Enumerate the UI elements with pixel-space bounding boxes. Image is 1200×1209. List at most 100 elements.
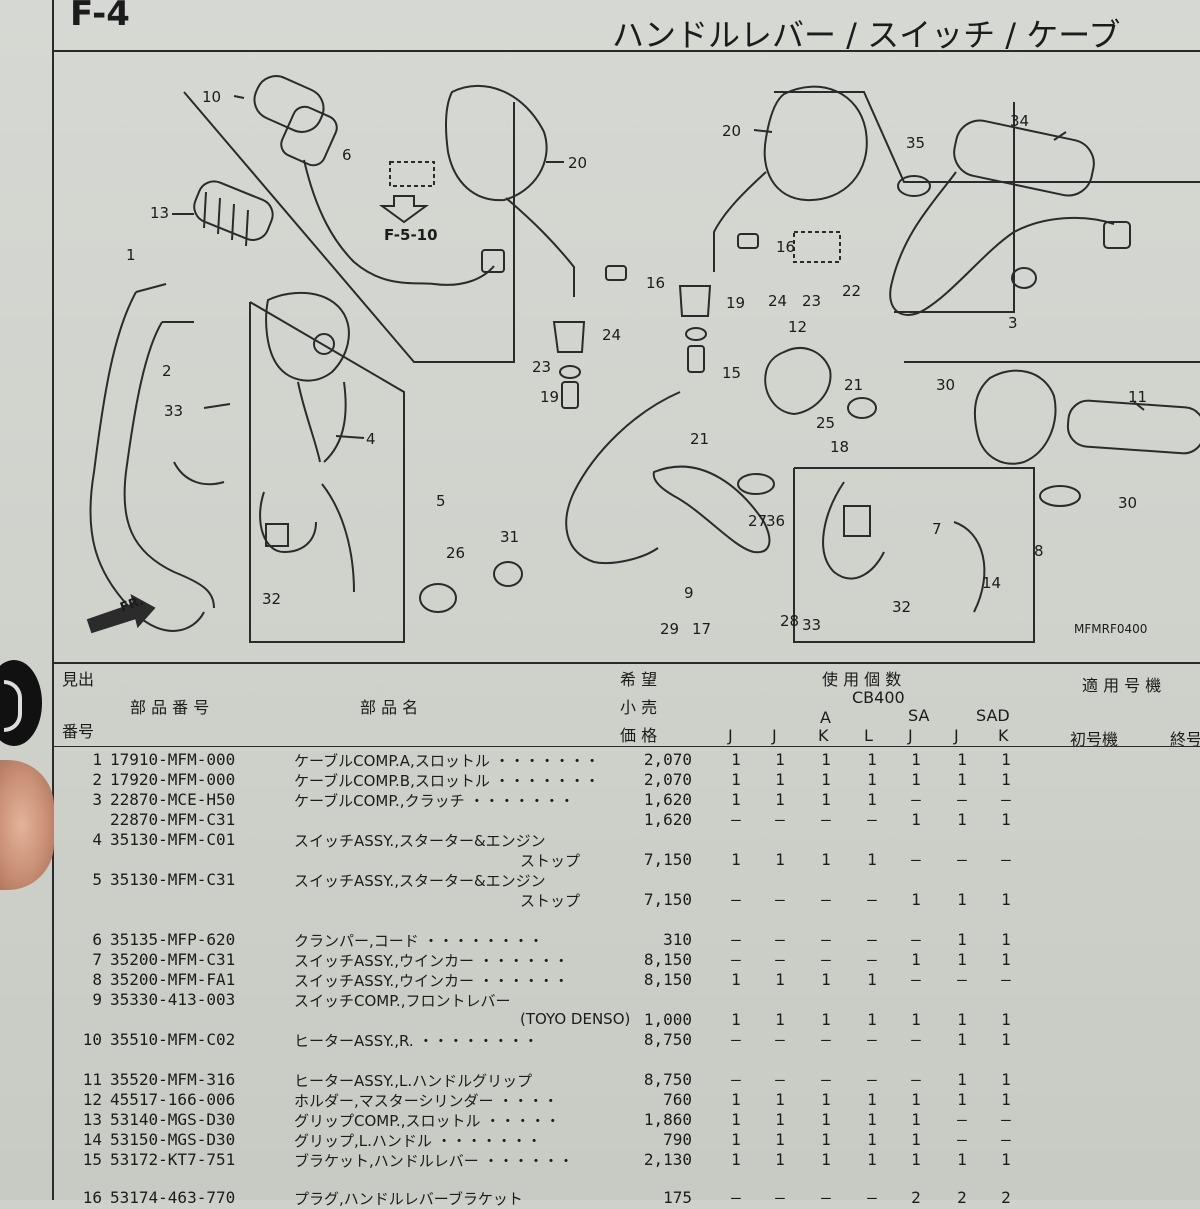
callout-number: 15 xyxy=(722,364,741,382)
quantity-cell: 1 xyxy=(821,970,831,989)
quantity-cell: 1 xyxy=(731,850,741,869)
part-name: ホルダー,マスターシリンダー ・・・・ xyxy=(294,1092,559,1110)
quantity-cell: 1 xyxy=(867,770,877,789)
callout-number: 13 xyxy=(150,204,169,222)
quantity-cell: – xyxy=(867,1188,877,1207)
ref-number: 2 xyxy=(92,770,102,789)
quantity-cell: 1 xyxy=(1001,750,1011,769)
header-sa: SA xyxy=(908,706,930,725)
quantity-cell: 1 xyxy=(821,1090,831,1109)
quantity-cell: 1 xyxy=(775,1130,785,1149)
ref-number: 1 xyxy=(92,750,102,769)
quantity-cell: 1 xyxy=(957,1150,967,1169)
quantity-cell: 1 xyxy=(731,1090,741,1109)
quantity-cell: 1 xyxy=(775,770,785,789)
part-name: ケーブルCOMP.A,スロットル ・・・・・・・ xyxy=(294,752,600,770)
quantity-cell: 1 xyxy=(775,1090,785,1109)
part-number: 35200-MFM-C31 xyxy=(110,950,236,969)
ref-number: 5 xyxy=(92,870,102,889)
part-number: 53172-KT7-751 xyxy=(110,1150,236,1169)
part-name-continued: ストップ xyxy=(520,892,581,910)
quantity-cell: 1 xyxy=(957,1090,967,1109)
callout-number: 18 xyxy=(830,438,849,456)
callout-number: 24 xyxy=(768,292,787,310)
quantity-cell: – xyxy=(911,970,921,989)
quantity-cell: 1 xyxy=(911,1010,921,1029)
quantity-cell: 1 xyxy=(821,770,831,789)
part-number: 35330-413-003 xyxy=(110,990,236,1009)
part-name-continued: ストップ xyxy=(520,852,581,870)
quantity-cell: 1 xyxy=(957,810,967,829)
part-name: プラグ,ハンドルレバーブラケット xyxy=(294,1190,523,1208)
quantity-cell: – xyxy=(775,1188,785,1207)
quantity-cell: 2 xyxy=(911,1188,921,1207)
header-variant: J xyxy=(954,726,959,745)
part-name: クランパー,コード ・・・・・・・・ xyxy=(294,932,544,950)
quantity-cell: 1 xyxy=(775,750,785,769)
quantity-cell: – xyxy=(911,1030,921,1049)
part-number: 22870-MCE-H50 xyxy=(110,790,236,809)
callout-number: 32 xyxy=(262,590,281,608)
part-name: スイッチASSY.,スターター&エンジン xyxy=(294,872,546,890)
quantity-cell: 1 xyxy=(957,930,967,949)
callout-number: 3 xyxy=(1008,314,1018,332)
quantity-cell: – xyxy=(731,1070,741,1089)
quantity-cell: – xyxy=(1001,790,1011,809)
callout-number: 27 xyxy=(748,512,767,530)
quantity-cell: 1 xyxy=(867,850,877,869)
retail-price: 310 xyxy=(663,930,692,949)
quantity-cell: 1 xyxy=(1001,1070,1011,1089)
callout-number: 10 xyxy=(202,88,221,106)
part-number: 53150-MGS-D30 xyxy=(110,1130,236,1149)
quantity-cell: – xyxy=(821,950,831,969)
quantity-cell: – xyxy=(821,930,831,949)
table-row xyxy=(0,1170,1200,1190)
quantity-cell: 1 xyxy=(821,1150,831,1169)
ref-number: 9 xyxy=(92,990,102,1009)
page-title: ハンドルレバー / スイッチ / ケーブ xyxy=(612,16,1121,54)
quantity-cell: – xyxy=(911,850,921,869)
callout-number: 23 xyxy=(532,358,551,376)
quantity-cell: – xyxy=(821,1070,831,1089)
callout-number: 23 xyxy=(802,292,821,310)
quantity-cell: – xyxy=(957,1110,967,1129)
quantity-cell: 1 xyxy=(1001,1010,1011,1029)
callout-number: 26 xyxy=(446,544,465,562)
quantity-cell: 1 xyxy=(775,1110,785,1129)
part-name-continued: (TOYO DENSO) xyxy=(520,1010,631,1028)
quantity-cell: 1 xyxy=(1001,810,1011,829)
ref-number: 7 xyxy=(92,950,102,969)
part-name: スイッチASSY.,ウインカー ・・・・・・ xyxy=(294,952,569,970)
quantity-cell: 1 xyxy=(911,1110,921,1129)
part-number: 35200-MFM-FA1 xyxy=(110,970,236,989)
quantity-cell: 1 xyxy=(821,1010,831,1029)
quantity-cell: – xyxy=(775,810,785,829)
quantity-cell: 1 xyxy=(957,770,967,789)
part-number: 35520-MFM-316 xyxy=(110,1070,236,1089)
table-row: 7 35200-MFM-C31 スイッチASSY.,ウインカー ・・・・・・ 8,15… xyxy=(0,950,1200,970)
quantity-cell: – xyxy=(821,1188,831,1207)
part-name: ヒーターASSY.,R. ・・・・・・・・ xyxy=(294,1032,539,1050)
table-top-rule xyxy=(54,662,1200,664)
ref-number: 11 xyxy=(82,1070,102,1089)
callout-number: 16 xyxy=(776,238,795,256)
quantity-cell: 1 xyxy=(731,1150,741,1169)
part-name: ケーブルCOMP.B,スロットル ・・・・・・・ xyxy=(294,772,600,790)
ref-number: 12 xyxy=(82,1090,102,1109)
quantity-cell: – xyxy=(775,930,785,949)
callout-number: 7 xyxy=(932,520,942,538)
part-number: 22870-MFM-C31 xyxy=(110,810,236,829)
quantity-cell: 1 xyxy=(911,750,921,769)
retail-price: 2,130 xyxy=(643,1150,692,1169)
quantity-cell: 1 xyxy=(867,790,877,809)
callout-number: 32 xyxy=(892,598,911,616)
retail-price: 8,150 xyxy=(643,950,692,969)
quantity-cell: 1 xyxy=(821,790,831,809)
callout-number: 20 xyxy=(722,122,741,140)
